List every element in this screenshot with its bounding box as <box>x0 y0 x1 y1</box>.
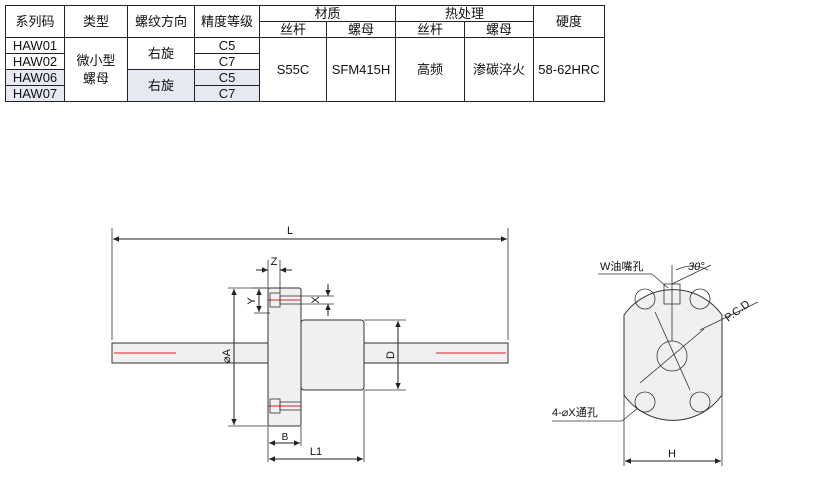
nut-flange <box>267 287 302 427</box>
front-view: W油嘴孔 30° P.C.D 4-⌀X通孔 H <box>552 259 759 466</box>
dim-label-b: B <box>282 432 289 443</box>
pcd-line <box>654 311 691 391</box>
through-hole-bottom-left <box>634 391 656 413</box>
dim-label-y: Y <box>246 297 258 305</box>
material-screw-cell: S55C <box>259 37 327 102</box>
type-line2: 螺母 <box>82 70 109 86</box>
dim-label-z: Z <box>271 256 278 268</box>
through-hole-leader <box>621 407 639 422</box>
through-hole-top <box>279 295 302 305</box>
dim-label-d: D <box>385 351 397 359</box>
through-hole-top-right <box>689 288 711 310</box>
angle-label: 30° <box>688 261 705 273</box>
dim-label-l: L <box>287 225 293 237</box>
direction-cell-2: 右旋 <box>127 69 195 102</box>
header-series-code: 系列码 <box>5 5 65 38</box>
type-cell: 微小型 螺母 <box>64 37 128 102</box>
row-grade: C7 <box>194 85 260 102</box>
header-hardness: 硬度 <box>533 5 605 38</box>
dim-label-a: ⌀A <box>221 348 233 363</box>
through-hole-bottom-right <box>689 391 711 413</box>
heat-nut-cell: 渗碳淬火 <box>464 37 534 102</box>
row-grade: C7 <box>194 53 260 70</box>
material-nut-cell: SFM415H <box>326 37 396 102</box>
pcd-leader <box>699 301 759 331</box>
dim-label-h: H <box>668 448 676 460</box>
dim-label-x: X <box>310 296 322 304</box>
dim-label-l1: L1 <box>310 446 322 458</box>
nut-body <box>300 319 365 391</box>
angle-arc <box>675 265 709 271</box>
header-material-nut: 螺母 <box>326 21 396 38</box>
pcd-label: P.C.D <box>723 298 753 324</box>
diag-line <box>639 328 705 384</box>
oil-hole-label: W油嘴孔 <box>600 259 643 273</box>
header-material: 材质 <box>259 5 396 22</box>
heat-screw-cell: 高频 <box>395 37 465 102</box>
row-code: HAW02 <box>5 53 65 70</box>
through-hole-top-left <box>634 288 656 310</box>
hardness-cell: 58-62HRC <box>533 37 605 102</box>
spec-table: 系列码 类型 螺纹方向 精度等级 材质 热处理 硬度 丝杆 螺母 丝杆 螺母 H… <box>5 5 605 102</box>
header-heat-screw: 丝杆 <box>395 21 465 38</box>
side-view: L Z Y X <box>111 225 509 462</box>
oil-hole-leader <box>651 273 669 289</box>
type-line1: 微小型 <box>76 52 116 68</box>
through-hole-bottom <box>279 401 302 411</box>
row-code: HAW07 <box>5 85 65 102</box>
through-hole-label: 4-⌀X通孔 <box>552 406 598 419</box>
